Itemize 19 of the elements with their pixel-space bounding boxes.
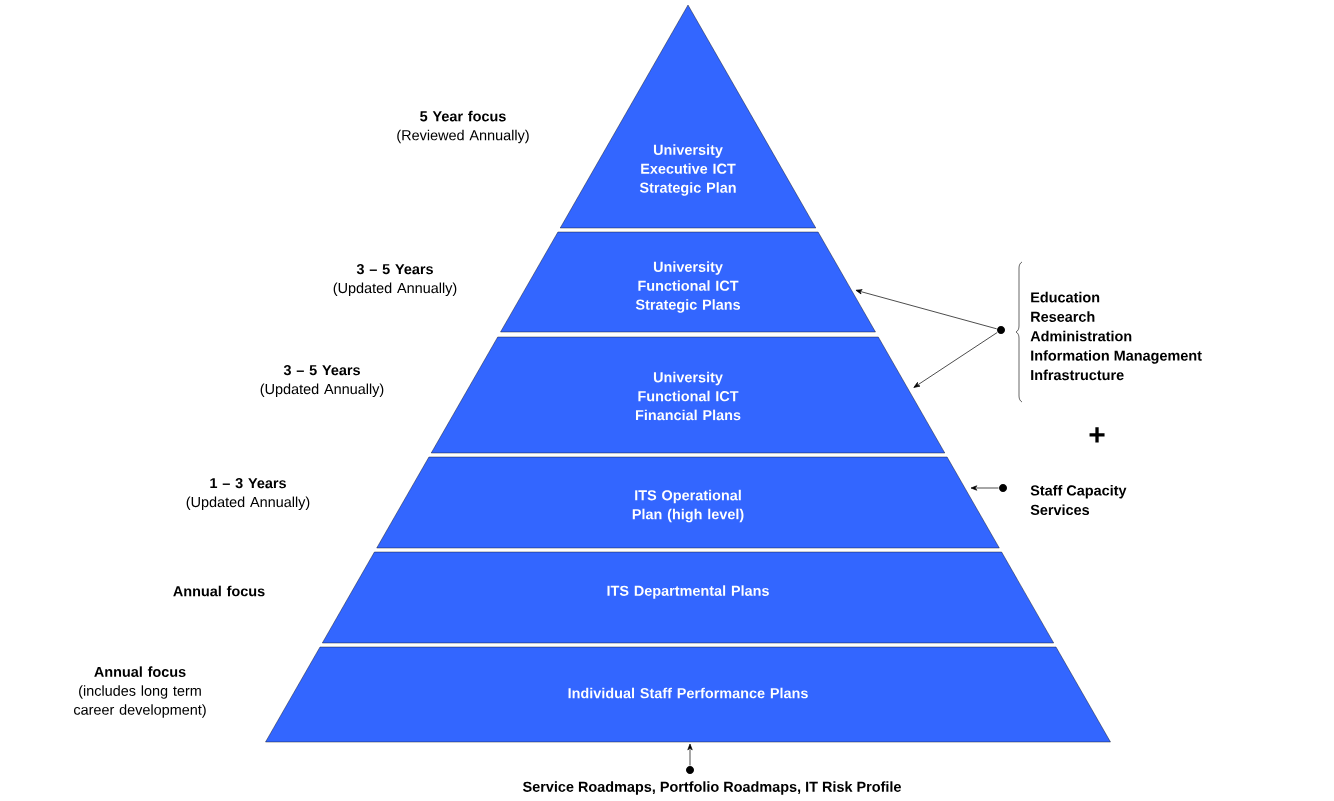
arrow [855, 289, 997, 330]
pyramid-band: University Executive ICT Strategic Plan [560, 4, 816, 229]
pyramid-band: ITS Operational Plan (high level) [376, 456, 1000, 549]
pyramid-band: Individual Staff Performance Plans [265, 646, 1111, 743]
arrow [687, 743, 693, 766]
period-label: 5 Year focus (Reviewed Annually) [397, 110, 529, 144]
period-label: 3 – 5 Years (Updated Annually) [333, 264, 457, 296]
period-label: Annual focus [173, 585, 265, 597]
text-list: Staff Capacity Services [1030, 485, 1127, 515]
arrow [913, 332, 998, 388]
period-label: Annual focus (includes long term career development) [73, 666, 206, 718]
pyramid-band: University Functional ICT Strategic Plans [500, 231, 876, 333]
period-label: 3 – 5 Years (Updated Annually) [260, 365, 384, 397]
period-label: 1 – 3 Years (Updated Annually) [186, 478, 310, 510]
arrow [970, 485, 999, 491]
pyramid-band: ITS Departmental Plans [322, 551, 1054, 644]
pyramid-band: University Functional ICT Financial Plans [431, 336, 945, 454]
text-list: Service Roadmaps, Portfolio Roadmaps, IT Risk Profile [523, 781, 901, 795]
text-list: Education Research Administration Information Management Infrastructure [1030, 291, 1202, 381]
